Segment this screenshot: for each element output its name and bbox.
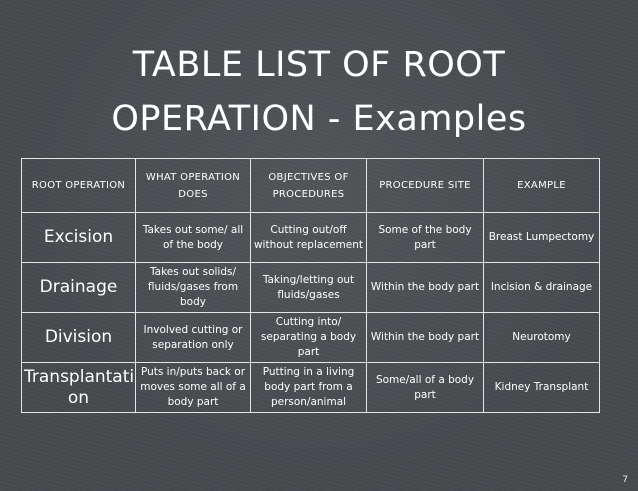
- what-operation-does-cell: Puts in/puts back or moves some all of a…: [135, 362, 251, 413]
- procedure-site-cell: Within the body part: [366, 262, 484, 313]
- table-row: Division Involved cutting or separation …: [21, 312, 600, 363]
- header-example: EXAMPLE: [483, 158, 600, 213]
- objectives-cell: Cutting out/off without replacement: [250, 212, 367, 263]
- slide-title-line-1: TABLE LIST OF ROOT: [132, 45, 506, 85]
- page-number: 7: [622, 475, 628, 485]
- what-operation-does-cell: Takes out solids/ fluids/gases from body: [135, 262, 251, 313]
- root-operation-cell: Drainage: [21, 262, 136, 313]
- header-objectives-of-procedures: OBJECTIVES OF PROCEDURES: [250, 158, 367, 213]
- root-operation-cell: Division: [21, 312, 136, 363]
- root-operation-cell: Excision: [21, 212, 136, 263]
- example-cell: Incision & drainage: [483, 262, 600, 313]
- header-what-operation-does: WHAT OPERATION DOES: [135, 158, 251, 213]
- procedure-site-cell: Some of the body part: [366, 212, 484, 263]
- procedure-site-cell: Some/all of a body part: [366, 362, 484, 413]
- example-cell: Neurotomy: [483, 312, 600, 363]
- example-cell: Breast Lumpectomy: [483, 212, 600, 263]
- what-operation-does-cell: Involved cutting or separation only: [135, 312, 251, 363]
- table-header-row: ROOT OPERATION WHAT OPERATION DOES OBJEC…: [21, 158, 600, 213]
- root-operation-cell: Transplantati on: [21, 362, 136, 413]
- header-procedure-site: PROCEDURE SITE: [366, 158, 484, 213]
- header-root-operation: ROOT OPERATION: [21, 158, 136, 213]
- procedure-site-cell: Within the body part: [366, 312, 484, 363]
- objectives-cell: Cutting into/ separating a body part: [250, 312, 367, 363]
- objectives-cell: Taking/letting out fluids/gases: [250, 262, 367, 313]
- table-row: Excision Takes out some/ all of the body…: [21, 212, 600, 263]
- objectives-cell: Putting in a living body part from a per…: [250, 362, 367, 413]
- slide-title: TABLE LIST OF ROOT OPERATION - Examples: [0, 38, 638, 146]
- example-cell: Kidney Transplant: [483, 362, 600, 413]
- table-row: Drainage Takes out solids/ fluids/gases …: [21, 262, 600, 313]
- slide-title-line-2: OPERATION - Examples: [111, 99, 527, 139]
- root-operation-table: ROOT OPERATION WHAT OPERATION DOES OBJEC…: [21, 158, 600, 413]
- what-operation-does-cell: Takes out some/ all of the body: [135, 212, 251, 263]
- table-row: Transplantati on Puts in/puts back or mo…: [21, 362, 600, 413]
